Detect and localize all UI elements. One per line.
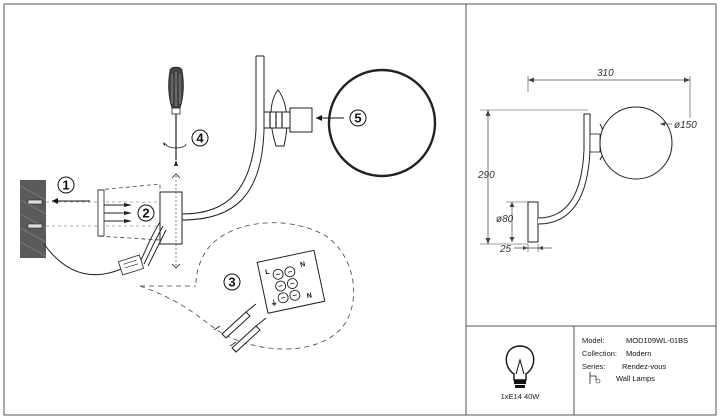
model-label: Model:: [582, 336, 605, 345]
step-1-badge: 1: [57, 176, 75, 194]
model-value: MOD109WL-01BS: [626, 336, 688, 345]
step-4-badge: 4: [191, 129, 209, 147]
terminal-label-n: N: [300, 261, 306, 269]
title-block: 1xE14 40W Model: MOD109WL-01BS Collectio…: [501, 336, 689, 401]
collection-label: Collection:: [582, 349, 617, 358]
step-5-number: 5: [354, 111, 361, 126]
assembly-diagram: 1 2: [19, 55, 437, 353]
base-dimension-label: ø80: [496, 214, 514, 225]
step-2-number: 2: [142, 206, 149, 221]
globe-dimension-label: ø150: [674, 120, 697, 131]
step-4-number: 4: [196, 131, 204, 146]
lamp-base-plate: [159, 173, 183, 269]
depth-dimension-label: 25: [499, 244, 512, 255]
terminal-block-small: [117, 254, 145, 276]
side-base-plate: [527, 201, 539, 243]
dimension-drawing: 310 290 ø80 25 ø150: [477, 68, 697, 255]
collection-value: Modern: [626, 349, 651, 358]
bulb-spec: 1xE14 40W: [501, 392, 541, 401]
sheet-border: [3, 3, 717, 416]
terminal-label-l: L: [265, 268, 271, 276]
side-globe: [599, 106, 673, 180]
step-3-badge: 3: [223, 273, 241, 291]
terminal-block-detail: L N ⏚ N: [256, 249, 326, 314]
detail-callout: [139, 222, 355, 350]
series-value: Rendez-vous: [622, 362, 666, 371]
step-5-badge: 5: [349, 109, 367, 127]
lamp-holder: [263, 89, 313, 147]
screwdriver-icon: [163, 66, 187, 166]
terminal-label-earth: ⏚: [270, 299, 279, 308]
wire-ends-detail: [213, 303, 267, 353]
step-2-badge: 2: [137, 204, 155, 222]
glass-globe: [327, 68, 437, 178]
series-label: Series:: [582, 362, 605, 371]
supply-wires: [43, 221, 167, 276]
side-arm: [537, 113, 591, 225]
height-dimension-label: 290: [477, 170, 495, 181]
lamp-arm: [181, 55, 265, 221]
wall-block: [19, 180, 47, 258]
type-value: Wall Lamps: [616, 374, 655, 383]
terminal-label-n-lower: N: [306, 292, 312, 300]
step-3-number: 3: [228, 275, 235, 290]
step-1-number: 1: [62, 178, 69, 193]
width-dimension-label: 310: [597, 68, 614, 79]
wall-lamp-type-icon: [589, 372, 601, 384]
bulb-icon: [505, 345, 535, 388]
mounting-bracket: [97, 183, 161, 241]
